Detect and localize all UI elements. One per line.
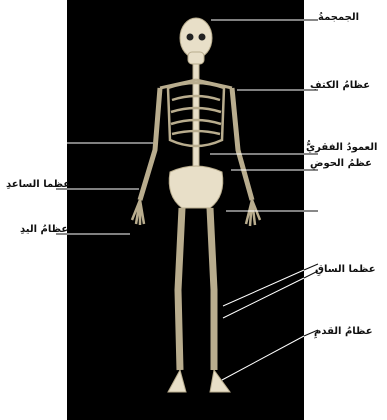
left-hand-shape <box>132 200 144 225</box>
leg-leader-2 <box>223 278 304 318</box>
jaw-shape <box>188 52 204 64</box>
right-leg-shape <box>210 208 214 370</box>
leg-leader-1 <box>223 270 304 306</box>
label-foot: عظامُ القدمِ <box>314 326 373 337</box>
left-foot-shape <box>168 370 186 392</box>
label-pelvis: عظمُ الحوضِ <box>310 158 372 169</box>
pelvis-shape <box>169 166 223 208</box>
label-forearm: عظما الساعدِ <box>6 179 70 190</box>
right-foot-shape <box>210 370 230 392</box>
label-skull: الجمجمةُ <box>318 12 359 23</box>
right-hand-shape <box>246 200 260 226</box>
left-leg-shape <box>178 208 182 370</box>
label-shoulder: عظامُ الكتفِ <box>310 80 370 91</box>
foot-leader <box>222 336 304 380</box>
right-arm-shape <box>232 88 252 200</box>
left-arm-shape <box>140 88 160 200</box>
label-spine: العمودُ الفقريُّ <box>306 142 377 153</box>
label-hand: عظامُ اليدِ <box>20 224 68 235</box>
label-leg: عظما الساقِ <box>315 264 376 275</box>
